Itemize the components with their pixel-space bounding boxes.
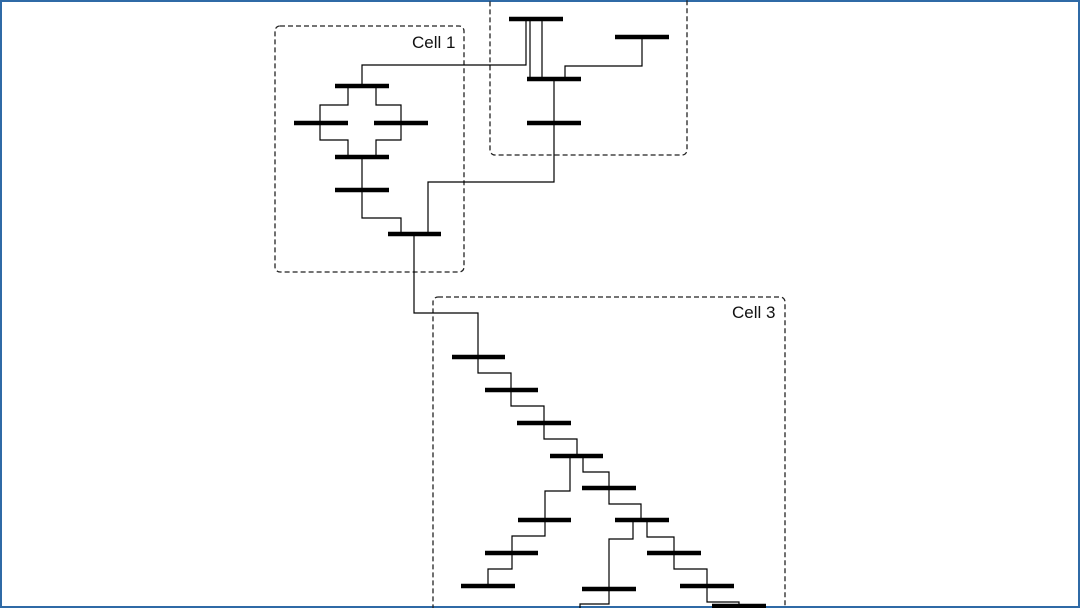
cell-3-label: Cell 3 <box>732 303 775 322</box>
connection-line <box>582 456 610 488</box>
cell-3-boundary <box>432 296 786 608</box>
connection-line <box>579 589 610 608</box>
connection-line <box>427 123 555 234</box>
connection-line <box>543 423 578 456</box>
connection-line <box>564 37 643 79</box>
cell-1-label: Cell 1 <box>412 33 455 52</box>
connection-line <box>361 190 402 234</box>
cell-2-boundary <box>489 0 688 156</box>
connection-line <box>511 520 546 553</box>
connection-lines <box>319 19 740 608</box>
buses <box>294 16 766 608</box>
connection-line <box>361 19 527 86</box>
connection-line <box>510 390 545 423</box>
connection-line <box>608 488 642 520</box>
connection-line <box>487 553 513 586</box>
connection-line <box>413 234 479 357</box>
connection-line <box>646 520 675 553</box>
connection-line <box>706 586 740 608</box>
cell-1-boundary <box>274 25 465 273</box>
connection-line <box>608 520 634 589</box>
cell-boundaries <box>274 0 786 608</box>
connection-line <box>673 553 708 586</box>
connection-line <box>477 357 512 390</box>
connection-line <box>544 456 571 520</box>
